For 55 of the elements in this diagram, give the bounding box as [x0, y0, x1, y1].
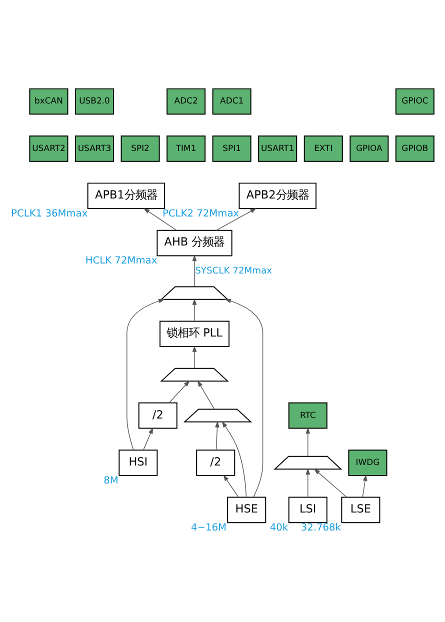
arrow [143, 208, 177, 231]
arrow [222, 421, 247, 498]
arrow [192, 346, 197, 369]
arrow [126, 298, 165, 450]
node-box: IWDG [348, 450, 388, 476]
node-box: ADC2 [166, 88, 206, 115]
node-box: USART2 [29, 136, 68, 162]
node-box: /2 [196, 450, 236, 476]
node-label: PCLK2 72Mmax [162, 208, 240, 220]
node-box: EXTI [304, 136, 343, 162]
arrow [223, 474, 239, 498]
node-box: HSE [227, 496, 266, 524]
node-box: GPIOB [395, 136, 434, 162]
node-box: RTC [288, 402, 328, 429]
node-label: 32.768k [300, 522, 341, 534]
node-box: bxCAN [29, 88, 68, 115]
arrow [224, 298, 264, 498]
node-trapezoid [183, 408, 252, 422]
node-label: PCLK1 36Mmax [11, 208, 88, 220]
edge-label: SYSCLK 72Mmax [195, 266, 272, 277]
node-trapezoid [160, 368, 229, 382]
node-label: 8M [104, 475, 118, 486]
node-box: USART3 [75, 136, 114, 162]
node-box: LSI [288, 496, 328, 524]
node-box: AHB 分频器 [156, 230, 232, 256]
arrow [197, 380, 215, 410]
arrow [215, 421, 220, 450]
arrow [306, 427, 310, 457]
node-trapezoid [274, 456, 342, 470]
arrow [362, 474, 368, 498]
node-trapezoid [160, 286, 229, 300]
node-label: 4~16M [190, 522, 227, 534]
node-label: 40k [270, 522, 288, 534]
node-box: SPI1 [212, 136, 252, 162]
node-box: LSE [341, 496, 380, 524]
arrow [306, 468, 310, 498]
node-box: GPIOA [350, 136, 389, 162]
node-box: ADC1 [212, 88, 252, 115]
arrow [143, 427, 154, 450]
node-label: HCLK 72Mmax [85, 256, 158, 267]
node-box: GPIOC [395, 88, 434, 115]
arrow [192, 298, 197, 322]
node-box: USART1 [258, 136, 298, 162]
node-box: /2 [138, 402, 178, 429]
node-box: APB2分频器 [238, 182, 316, 210]
arrow [192, 254, 197, 287]
node-box: TIM1 [166, 136, 206, 162]
node-box: HSI [118, 450, 158, 476]
node-box: 锁相环 PLL [160, 320, 230, 348]
node-box: USB2.0 [75, 88, 114, 115]
arrow [314, 468, 348, 498]
arrow [216, 208, 257, 231]
node-box: APB1分频器 [87, 182, 166, 210]
node-box: SPI2 [120, 136, 160, 162]
arrow [168, 380, 190, 404]
